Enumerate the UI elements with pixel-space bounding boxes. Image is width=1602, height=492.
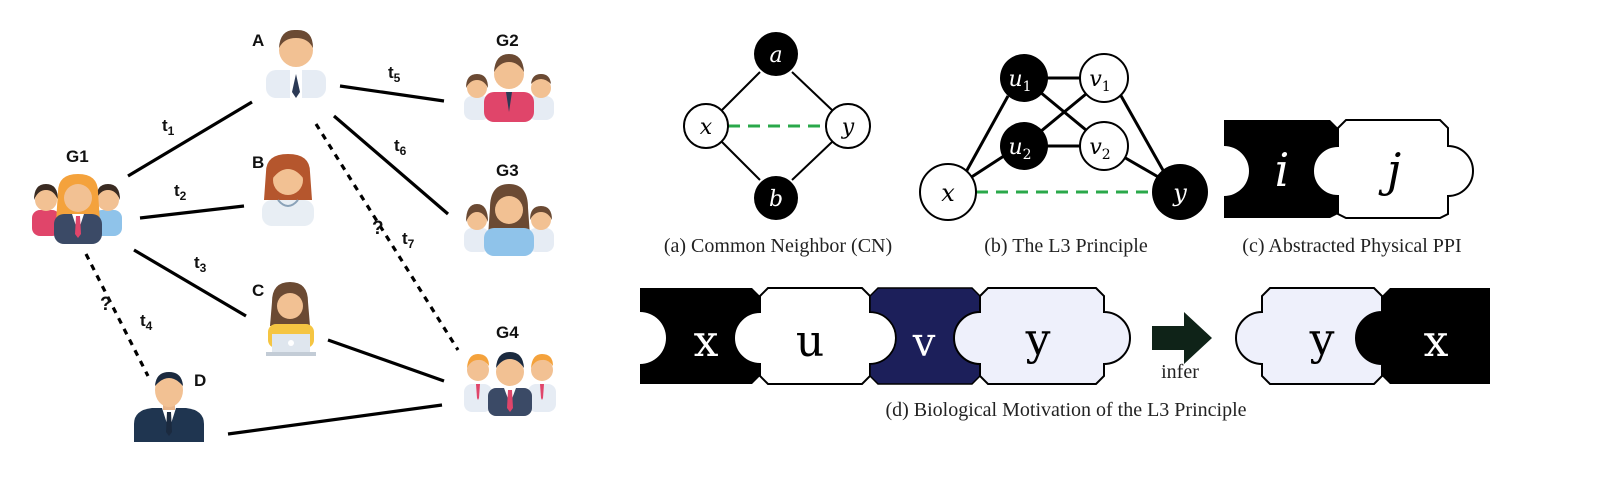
edge-query-mark-a-g4: ? (372, 218, 384, 239)
edge-g1-d-dashed (84, 253, 150, 377)
edge-a-g4-dashed (314, 123, 460, 351)
l3-node-u2 (1000, 122, 1048, 170)
person-d-businessman-icon (134, 372, 204, 442)
social-graph: t1 t2 t3 t4 ? t5 t6 t7 ? A B C D G1 G2 G… (32, 29, 556, 442)
panel-b-caption: (b) The L3 Principle (984, 235, 1148, 257)
edge-label-t7: t7 (402, 229, 415, 251)
l3-edge-v1-y (1118, 93, 1166, 173)
panel-a-common-neighbor: a b x y (a) Common Neighbor (CN) (664, 32, 892, 257)
cn-edge-a-y (791, 71, 833, 111)
group-g1-icon (32, 174, 122, 244)
ppi-piece-i-label: i (1275, 143, 1290, 197)
edge-a-g2 (339, 84, 445, 103)
edge-g1-b (139, 204, 245, 220)
bio-result-piece-y-label: y (1309, 314, 1335, 365)
l3-node-u1-label: u1 (1008, 67, 1031, 95)
l3-edge-u1-v2 (1039, 90, 1087, 132)
node-label-b: B (252, 153, 264, 172)
cn-node-a-label: a (769, 43, 782, 68)
bio-piece-u-label: u (796, 316, 824, 367)
edge-label-t6: t6 (394, 136, 407, 158)
person-b-doctor-icon (262, 154, 314, 226)
group-g4-icon (464, 352, 556, 416)
bio-piece-x (640, 288, 760, 384)
node-label-g2: G2 (496, 31, 519, 50)
edge-label-t2: t2 (174, 181, 187, 203)
group-g3-icon (464, 184, 554, 256)
panel-b-l3-principle: u1 u2 v1 v2 x y (b) The L3 Principle (919, 53, 1208, 257)
node-label-a: A (252, 31, 264, 50)
cn-edge-b-y (791, 141, 833, 181)
node-label-g4: G4 (496, 323, 519, 342)
l3-edge-u2-v1 (1039, 92, 1087, 134)
cn-node-x (683, 103, 729, 149)
edge-d-g4 (227, 403, 443, 436)
social-edges (127, 84, 450, 436)
panel-c-physical-ppi: i j (c) Abstracted Physical PPI (1224, 119, 1474, 257)
cn-node-a (754, 32, 798, 76)
panel-d-caption: (d) Biological Motivation of the L3 Prin… (885, 399, 1246, 421)
l3-node-v1-label: v1 (1089, 67, 1110, 95)
cn-node-x-label: x (700, 115, 713, 140)
person-a-icon (266, 29, 326, 98)
cn-edge-x-a (721, 71, 761, 111)
panel-a-caption: (a) Common Neighbor (CN) (664, 235, 892, 257)
edge-g1-c (133, 248, 247, 318)
l3-node-x (919, 163, 977, 221)
cn-node-b-label: b (769, 187, 783, 212)
bio-piece-y (953, 287, 1131, 385)
l3-node-y (1152, 164, 1208, 220)
l3-node-v2 (1079, 121, 1129, 171)
edge-label-t3: t3 (194, 253, 207, 275)
cn-node-y (825, 103, 871, 149)
group-g2-icon (464, 54, 554, 122)
l3-node-y-label: y (1172, 179, 1187, 207)
edge-g1-a (127, 100, 253, 178)
panel-c-caption: (c) Abstracted Physical PPI (1242, 235, 1461, 257)
node-label-c: C (252, 281, 264, 300)
cn-node-y-label: y (841, 115, 855, 140)
l3-edge-x-u1 (964, 95, 1010, 173)
node-label-g3: G3 (496, 161, 519, 180)
bio-piece-y-label: y (1025, 314, 1051, 365)
ppi-piece-i (1224, 120, 1338, 218)
bio-result-piece-x-label: x (1424, 316, 1449, 367)
edge-c-g4 (327, 338, 445, 383)
panel-d-biological-motivation: x u v y infer y x (d) Biological Motivat… (640, 287, 1490, 421)
bio-piece-x-label: x (694, 316, 719, 367)
node-label-g1: G1 (66, 147, 89, 166)
infer-arrow-icon (1152, 312, 1212, 364)
l3-edge-v2-y (1121, 154, 1161, 180)
l3-node-u1 (1000, 54, 1048, 102)
l3-node-v2-label: v2 (1089, 135, 1110, 163)
edge-label-t4: t4 (140, 311, 153, 333)
edge-label-t1: t1 (162, 116, 175, 138)
cn-edge-x-b (721, 141, 761, 181)
edge-query-mark-g1-d: ? (100, 294, 112, 315)
l3-node-u2-label: u2 (1008, 135, 1031, 163)
l3-node-x-label: x (941, 179, 955, 207)
l3-node-v1 (1079, 53, 1129, 103)
edge-a-g3 (332, 114, 450, 216)
node-label-d: D (194, 371, 206, 390)
bio-piece-v-label: v (912, 320, 936, 366)
person-c-laptop-icon (266, 282, 316, 356)
bio-result-piece-x (1356, 288, 1490, 384)
ppi-piece-j (1312, 119, 1474, 219)
cn-node-b (754, 176, 798, 220)
infer-arrow-label: infer (1161, 361, 1199, 383)
edge-label-t5: t5 (388, 63, 401, 85)
